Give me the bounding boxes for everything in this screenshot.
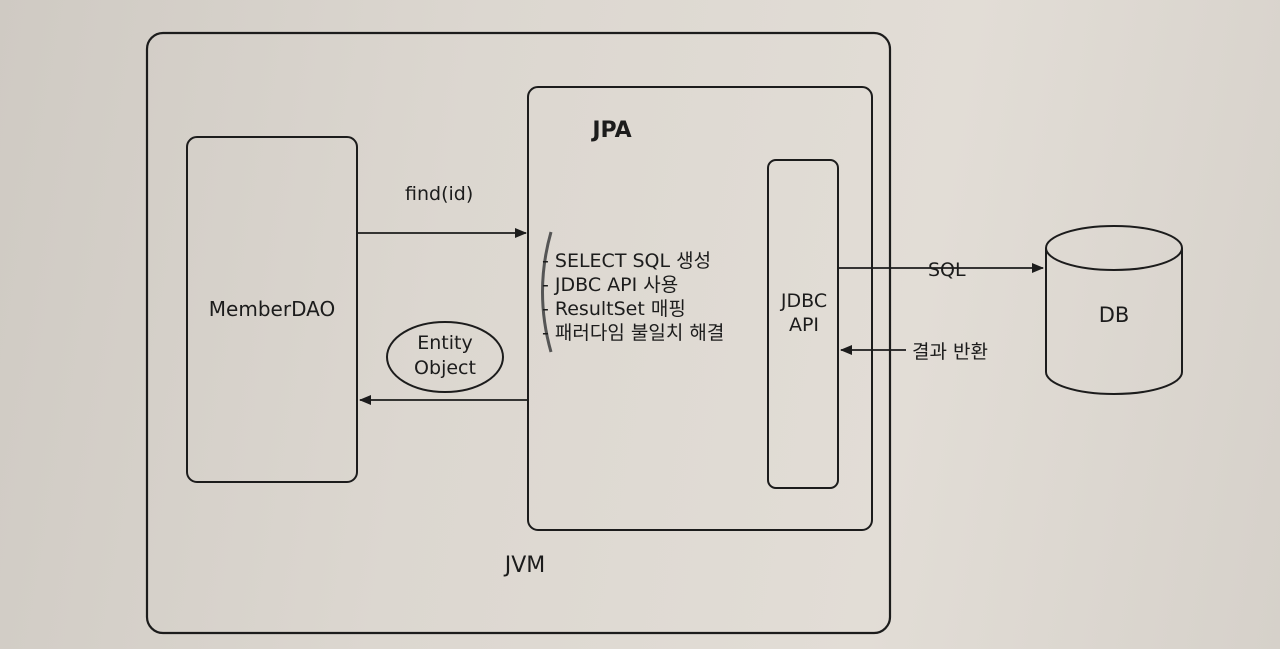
jpa-task-bracket	[541, 231, 553, 353]
entity-object-ellipse	[386, 321, 504, 393]
jpa-box	[527, 86, 873, 531]
sql-arrow-label: SQL	[928, 259, 966, 281]
jpa-task-item: - SELECT SQL 생성	[542, 250, 711, 272]
jpa-task-item: - ResultSet 매핑	[542, 298, 686, 320]
jpa-task-item: - 패러다임 불일치 해결	[542, 322, 724, 344]
find-arrow-label: find(id)	[405, 183, 473, 205]
jdbc-api-label-line2: API	[789, 314, 819, 336]
jvm-box	[145, 31, 892, 635]
result-return-label: 결과 반환	[912, 341, 988, 363]
jdbc-api-label-line1: JDBC	[780, 290, 827, 312]
jdbc-api-box	[767, 159, 839, 489]
db-cylinder	[1045, 225, 1183, 395]
entity-object-label-line2: Object	[414, 357, 476, 379]
jpa-task-item: - JDBC API 사용	[542, 274, 678, 296]
jvm-label: JVM	[503, 553, 546, 578]
member-dao-label: MemberDAO	[209, 297, 335, 321]
member-dao-box	[186, 136, 358, 483]
db-label: DB	[1099, 303, 1130, 327]
jpa-label: JPA	[590, 118, 631, 143]
entity-object-label-line1: Entity	[417, 332, 472, 354]
